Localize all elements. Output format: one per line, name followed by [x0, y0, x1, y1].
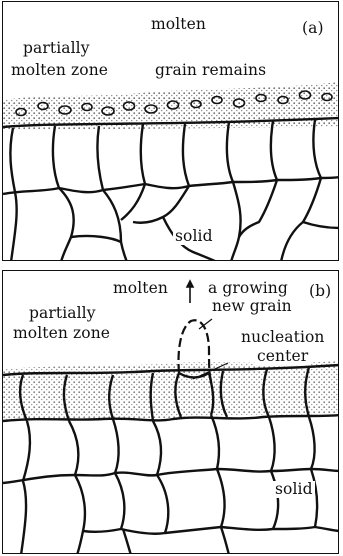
partially-label-line2: molten zone: [9, 62, 110, 79]
solid-grains: [3, 118, 339, 261]
nucleation-label-line1: nucleation: [239, 329, 327, 346]
panel-b: molten a growing new grain (b) partially…: [2, 270, 339, 554]
panel-a: molten (a) partially molten zone grain r…: [2, 1, 339, 261]
growing-label-line2: new grain: [212, 298, 292, 315]
panel-tag: (a): [302, 20, 324, 37]
solid-label: solid: [173, 228, 215, 245]
nucleation-label-line2: center: [255, 348, 310, 365]
partially-label-line1: partially: [27, 305, 98, 322]
partially-label-line1: partially: [21, 40, 92, 57]
molten-label: molten: [113, 280, 168, 297]
partially-label-line2: molten zone: [11, 325, 112, 342]
grain-remains-label: grain remains: [153, 62, 268, 79]
molten-label: molten: [151, 16, 206, 33]
panel-tag: (b): [309, 283, 331, 300]
solid-label: solid: [273, 481, 315, 498]
growing-label-line1: a growing: [208, 280, 288, 297]
growth-arrow: [187, 281, 193, 303]
